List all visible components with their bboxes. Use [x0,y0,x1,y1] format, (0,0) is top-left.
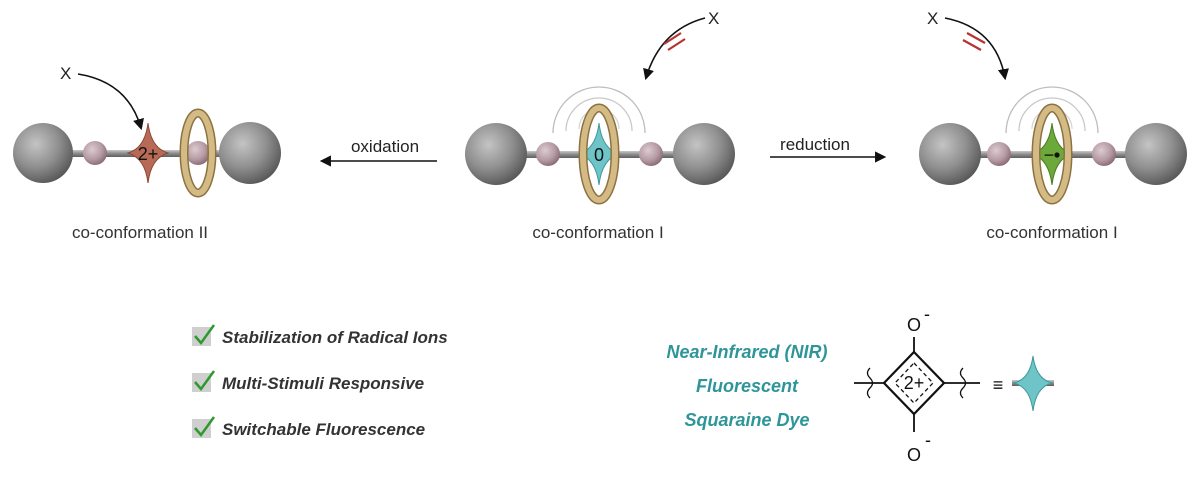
squaraine-icon [1012,355,1054,412]
checkbox [192,327,211,346]
feature-item: Stabilization of Radical Ions [192,324,448,347]
squaraine-neutral [577,122,621,186]
blocked-mark [966,32,986,44]
equivalence-sign: ≡ [993,375,1004,395]
feature-text: Stabilization of Radical Ions [222,328,448,347]
bead-left [987,142,1011,166]
oxygen-bottom-charge: - [925,430,931,450]
caption-right: co-conformation I [986,223,1117,242]
dye-line-1: Near-Infrared (NIR) [666,342,827,362]
stopper-right [219,122,281,184]
feature-item: Switchable Fluorescence [192,416,425,439]
squaraine-reduced [1030,122,1074,186]
caption-left: co-conformation II [72,223,208,242]
checkbox [192,419,211,438]
approach-arrow-middle [643,17,706,81]
wavy-bond-left [866,367,874,399]
approach-arrow-left [77,73,144,131]
check-icon [194,416,216,438]
charge-label-left: 2+ [138,144,159,164]
feature-text: Multi-Stimuli Responsive [222,374,424,393]
stopper-left [465,123,527,185]
guest-x-right: X [927,9,938,28]
dye-line-3: Squaraine Dye [684,410,809,430]
rotaxane-neutral: 0 X [465,9,735,205]
blocked-mark [663,32,682,45]
stopper-left [13,123,73,183]
rotaxane-oxidized: 2+ X [13,64,281,198]
dye-line-2: Fluorescent [696,376,799,396]
oxygen-bottom: O [907,445,921,465]
reduction-label: reduction [780,135,850,154]
rotaxane-reduced: − X [919,9,1187,205]
stopper-right [1125,123,1187,185]
radical-dot [1054,152,1060,158]
fluorescence-wave [1005,86,1099,134]
core-charge: 2+ [904,373,925,393]
bead-right [639,142,663,166]
feature-item: Multi-Stimuli Responsive [192,370,424,393]
check-icon [194,370,216,392]
squaraine-structure: O - 2+ O - [854,304,980,465]
oxidation-label: oxidation [351,137,419,156]
charge-label-right: − [1044,145,1055,165]
oxygen-top: O [907,315,921,335]
caption-middle: co-conformation I [532,223,663,242]
guest-x-middle: X [708,9,719,28]
checkbox [192,373,211,392]
fluorescence-wave [552,86,646,134]
squaraine-oxidized [126,122,170,184]
bead-left [536,142,560,166]
check-icon [194,324,216,346]
approach-arrow-right [944,17,1009,81]
oxygen-top-charge: - [924,304,930,324]
bead-right [1092,142,1116,166]
wavy-bond-right [959,367,967,399]
feature-list: Stabilization of Radical Ions Multi-Stim… [192,324,448,439]
feature-text: Switchable Fluorescence [222,420,425,439]
bead-right [186,141,210,165]
stopper-right [673,123,735,185]
guest-x-left: X [60,64,71,83]
bead-left [83,141,107,165]
stopper-left [919,123,981,185]
charge-label-middle: 0 [594,145,604,165]
